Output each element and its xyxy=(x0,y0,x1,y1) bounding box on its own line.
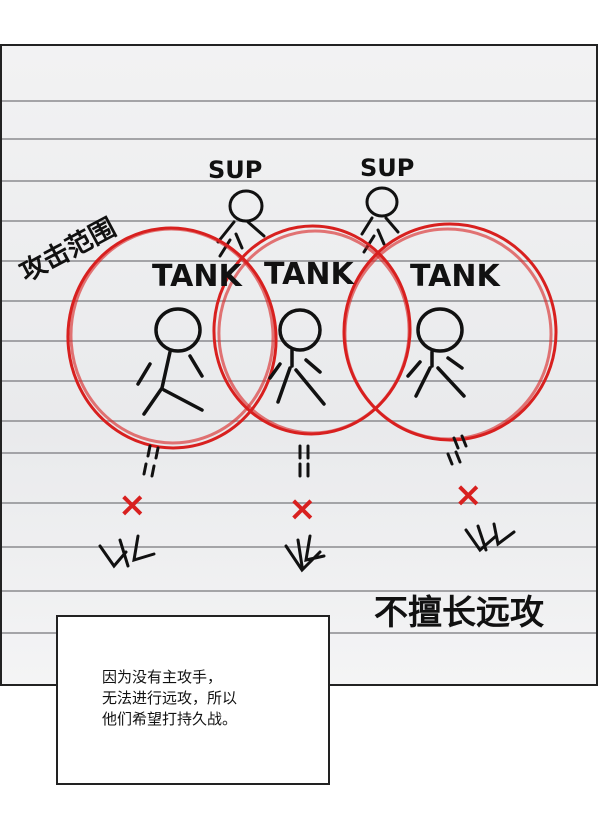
attack-range-circles xyxy=(66,222,558,450)
sup-figure-right xyxy=(360,186,400,254)
narration-box: 因为没有主攻手， 无法进行远攻，所以 他们希望打持久战。 xyxy=(56,615,330,785)
sup-label-right: SUP xyxy=(360,154,414,182)
ranged-attempt-middle xyxy=(284,444,326,573)
paper-line xyxy=(2,420,596,422)
paper-line xyxy=(2,340,596,342)
paper-line xyxy=(2,590,596,592)
paper-line xyxy=(2,100,596,102)
attack-range-label: 攻击范围 xyxy=(15,213,121,288)
tank-figure-right xyxy=(406,307,466,398)
paper-line xyxy=(2,380,596,382)
paper-line xyxy=(2,300,596,302)
tank-figure-left xyxy=(136,307,204,416)
paper-line xyxy=(2,220,596,222)
tank-label-right: TANK xyxy=(410,259,501,294)
drawing-layer: 攻击范围 SUP SUP TANK TANK TANK xyxy=(15,154,558,633)
ranged-attempt-left xyxy=(98,444,160,569)
tank-label-left: TANK xyxy=(152,259,243,294)
narration-line: 因为没有主攻手， xyxy=(102,668,223,686)
sup-figure-left xyxy=(216,189,266,258)
tank-figure-middle xyxy=(268,308,326,406)
paper-line xyxy=(2,180,596,182)
cross-mark-right: × xyxy=(454,475,483,515)
cross-mark-left: × xyxy=(118,485,147,525)
ranged-attempt-right xyxy=(446,434,516,553)
narration-line: 无法进行远攻，所以 xyxy=(102,689,238,707)
sup-label-left: SUP xyxy=(208,156,262,184)
paper-line xyxy=(2,138,596,140)
comic-panel: 攻击范围 SUP SUP TANK TANK TANK xyxy=(0,44,598,686)
not-good-ranged-label: 不擅长远攻 xyxy=(374,593,545,633)
tank-label-middle: TANK xyxy=(264,257,355,292)
paper-line xyxy=(2,502,596,504)
narration-line: 他们希望打持久战。 xyxy=(102,710,238,728)
cross-mark-middle: × xyxy=(288,489,317,529)
paper-line xyxy=(2,260,596,262)
narration-text: 因为没有主攻手， 无法进行远攻，所以 他们希望打持久战。 xyxy=(102,667,312,730)
